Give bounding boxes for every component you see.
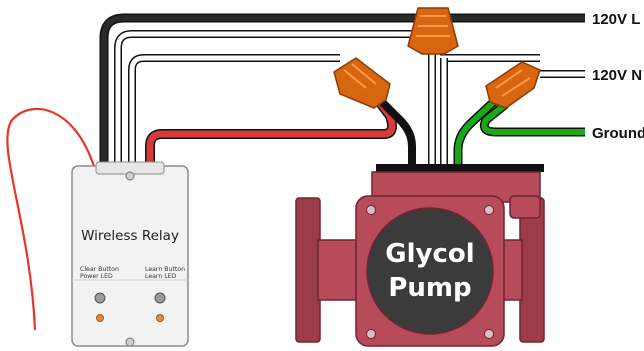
wireless-relay: Wireless Relay Clear Button Power LED Le… xyxy=(71,161,189,347)
relay-left-caption-2: Power LED xyxy=(80,273,113,280)
line-wire xyxy=(99,13,585,170)
relay-left-caption-1: Clear Button xyxy=(80,266,119,273)
pump-label-line2: Pump xyxy=(388,273,471,303)
glycol-pump: Glycol Pump xyxy=(295,164,545,347)
pump-face xyxy=(366,207,494,335)
relay-antenna-wire xyxy=(6,107,102,331)
learn-button[interactable] xyxy=(154,292,166,304)
wire-nut-ground xyxy=(485,61,541,109)
wire-nut-switched xyxy=(333,57,391,109)
relay-top-screw xyxy=(125,171,135,181)
ground-wire xyxy=(453,92,585,166)
clear-button[interactable] xyxy=(94,292,106,304)
pump-label-line1: Glycol xyxy=(385,239,474,269)
relay-right-caption-1: Learn Button xyxy=(145,266,185,273)
relay-bottom-screw xyxy=(125,337,135,347)
pump-line-wire xyxy=(369,89,416,166)
power-led xyxy=(96,314,104,322)
learn-led xyxy=(156,314,164,322)
ground-wire-label: Ground xyxy=(592,125,644,142)
neutral-wire xyxy=(114,30,585,170)
relay-right-caption-2: Learn LED xyxy=(145,273,177,280)
line-wire-label: 120V L xyxy=(592,11,640,28)
switched-wire xyxy=(145,89,397,170)
neutral-wire-label: 120V N xyxy=(592,67,642,84)
wire-nut-line xyxy=(407,7,459,55)
relay-title: Wireless Relay xyxy=(81,228,179,244)
